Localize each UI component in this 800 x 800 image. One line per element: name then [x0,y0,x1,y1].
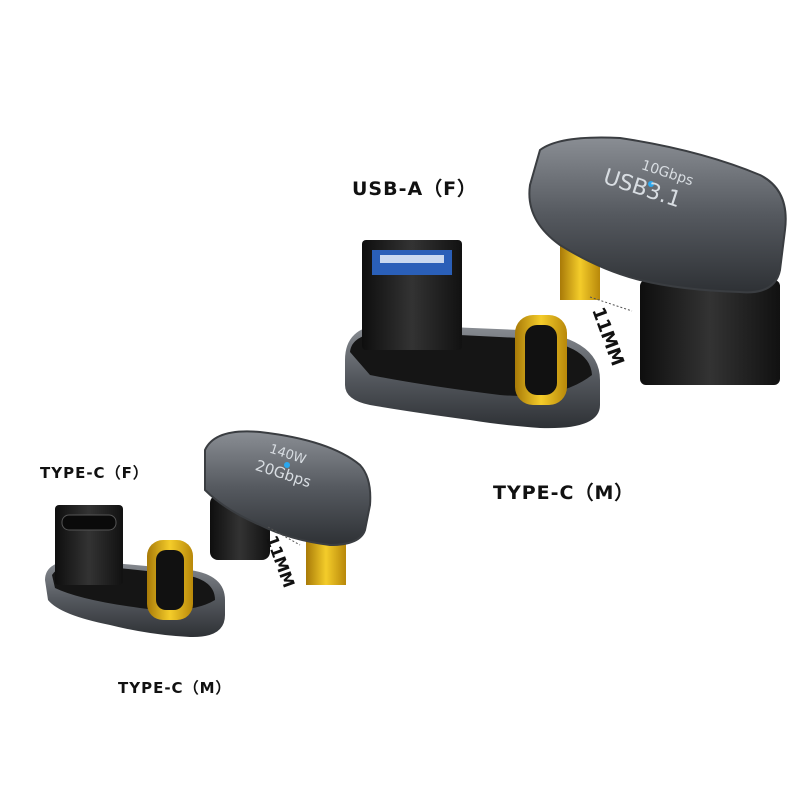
type-c-female-label: TYPE-C（F） [40,464,149,482]
type-c-male-label-small: TYPE-C（M） [118,679,232,697]
usb3-adapter-top: 10Gbps USB3.1 11MM [528,136,787,385]
type-c-female-adapter [45,505,225,638]
usb-a-adapter [345,240,600,429]
type-c-140w-adapter-top: 140W 20Gbps 11MM [204,430,372,590]
usb-a-female-label: USB-A（F） [352,178,478,200]
type-c-male-label-large: TYPE-C（M） [493,482,635,504]
